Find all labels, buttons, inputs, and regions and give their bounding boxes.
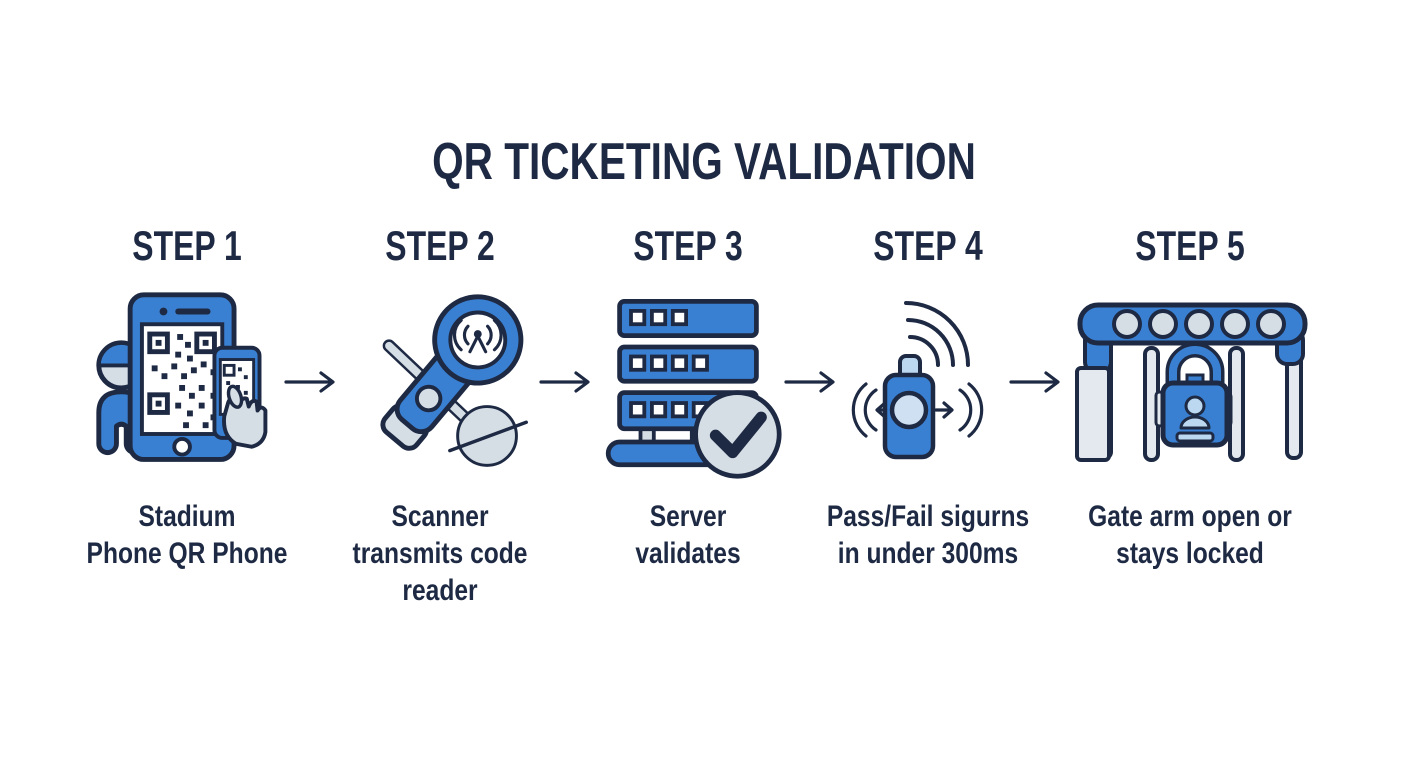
arrow-right-icon: [783, 368, 841, 396]
gate-lock-icon: [1065, 286, 1315, 484]
step-4-caption: Pass/Fail sigurns in under 300ms: [826, 500, 1030, 570]
page-title: QR TICKETING VALIDATION: [432, 133, 976, 191]
step-2-column: STEP 2: [315, 222, 565, 609]
step-5-caption: Gate arm open or stays locked: [1088, 500, 1292, 570]
step-2-caption: Scanner transmits code reader: [352, 500, 528, 607]
step-5-column: STEP 5: [1065, 222, 1315, 572]
handheld-scanner-icon: [315, 286, 565, 484]
step-1-label: STEP 1: [132, 222, 242, 269]
step-4-column: STEP 4: [803, 222, 1053, 572]
arrow-right-icon: [1008, 368, 1066, 396]
step-3-caption: Server validates: [635, 500, 741, 570]
step-4-label: STEP 4: [873, 222, 983, 269]
server-validate-icon: [563, 286, 813, 484]
step-1-caption: Stadium Phone QR Phone: [86, 500, 288, 570]
phone-qr-scan-icon: [62, 286, 312, 484]
step-3-column: STEP 3 Server validate: [563, 222, 813, 572]
step-2-label: STEP 2: [385, 222, 495, 269]
step-1-column: STEP 1: [62, 222, 312, 572]
signal-device-icon: [803, 286, 1053, 484]
arrow-right-icon: [283, 368, 341, 396]
step-3-label: STEP 3: [633, 222, 743, 269]
arrow-right-icon: [538, 368, 596, 396]
step-5-label: STEP 5: [1135, 222, 1245, 269]
